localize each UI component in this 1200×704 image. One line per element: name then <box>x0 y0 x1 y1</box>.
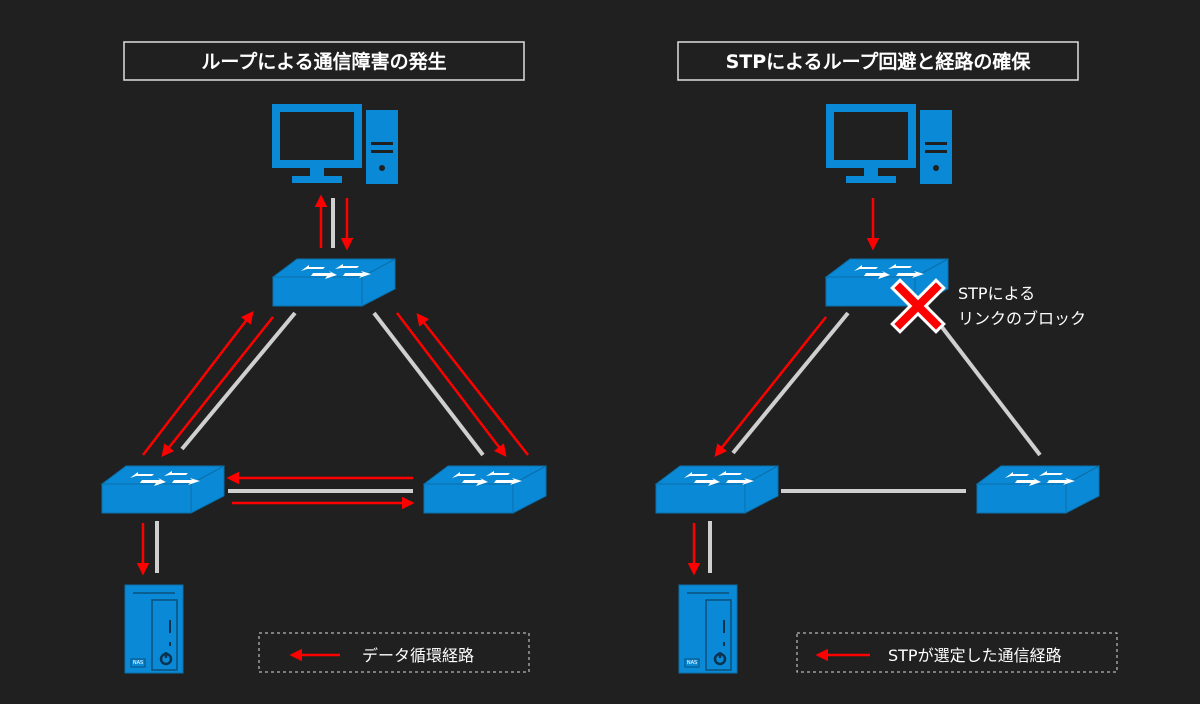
switch-icon-bottom-right <box>976 465 1100 514</box>
block-label-line2: リンクのブロック <box>958 309 1086 328</box>
switch-icon-bottom-right <box>423 465 547 514</box>
right-title: STPによるループ回避と経路の確保 <box>726 50 1032 73</box>
blocked-x-icon <box>890 278 946 334</box>
switch-icon-top <box>272 258 396 307</box>
left-title: ループによる通信障害の発生 <box>201 50 446 73</box>
right-title-box <box>677 41 1079 81</box>
legend-right-label: STPが選定した通信経路 <box>888 646 1062 665</box>
data-arrow <box>396 312 507 457</box>
data-arrow <box>714 316 827 457</box>
link-top-bottom-right <box>372 311 485 457</box>
nas-icon: NAS <box>123 583 185 675</box>
switch-icon-bottom-left <box>655 465 779 514</box>
legend-left: データ循環経路 <box>258 632 530 673</box>
data-arrow <box>161 316 274 457</box>
data-arrow <box>416 313 529 456</box>
left-panel: ループによる通信障害の発生 NAS データ循環経路 <box>101 41 547 675</box>
link-top-bottom-left <box>731 311 850 455</box>
link-top-bottom-right-blocked <box>923 303 1042 457</box>
legend-left-label: データ循環経路 <box>362 646 474 665</box>
left-title-box <box>123 41 525 81</box>
legend-right: STPが選定した通信経路 <box>796 632 1118 673</box>
svg-text:NAS: NAS <box>133 660 143 666</box>
link-top-bottom-left <box>180 311 297 451</box>
block-label-line1: STPによる <box>958 284 1035 303</box>
switch-icon-bottom-left <box>101 465 225 514</box>
right-panel: STPによるループ回避と経路の確保 NAS STPによる リンクのブロック ST… <box>655 41 1118 675</box>
pc-icon <box>826 104 952 184</box>
svg-text:NAS: NAS <box>687 660 697 666</box>
nas-icon: NAS <box>677 583 739 675</box>
pc-icon <box>272 104 398 184</box>
data-arrow <box>142 311 254 456</box>
